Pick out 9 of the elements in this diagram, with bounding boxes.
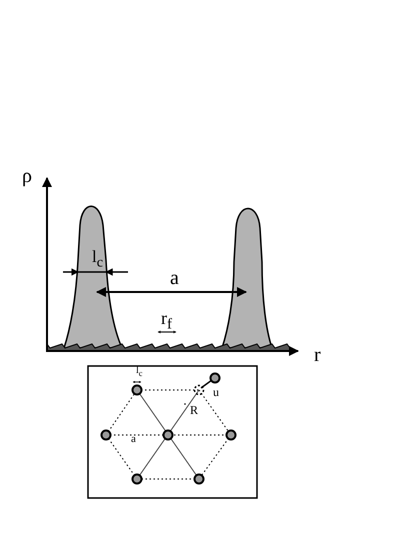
symbol-label: a xyxy=(170,268,179,288)
axis-label: ρ xyxy=(22,166,32,186)
symbol-label: R xyxy=(190,404,198,416)
symbol-label: r$_{f}$ xyxy=(161,309,172,333)
axis-label: r xyxy=(314,345,321,365)
symbol-label: u xyxy=(213,386,219,398)
symbol-label: l$_{c}$ xyxy=(136,366,142,378)
symbol-label: a xyxy=(131,434,136,445)
symbol-label: l$_{c}$ xyxy=(92,248,104,270)
